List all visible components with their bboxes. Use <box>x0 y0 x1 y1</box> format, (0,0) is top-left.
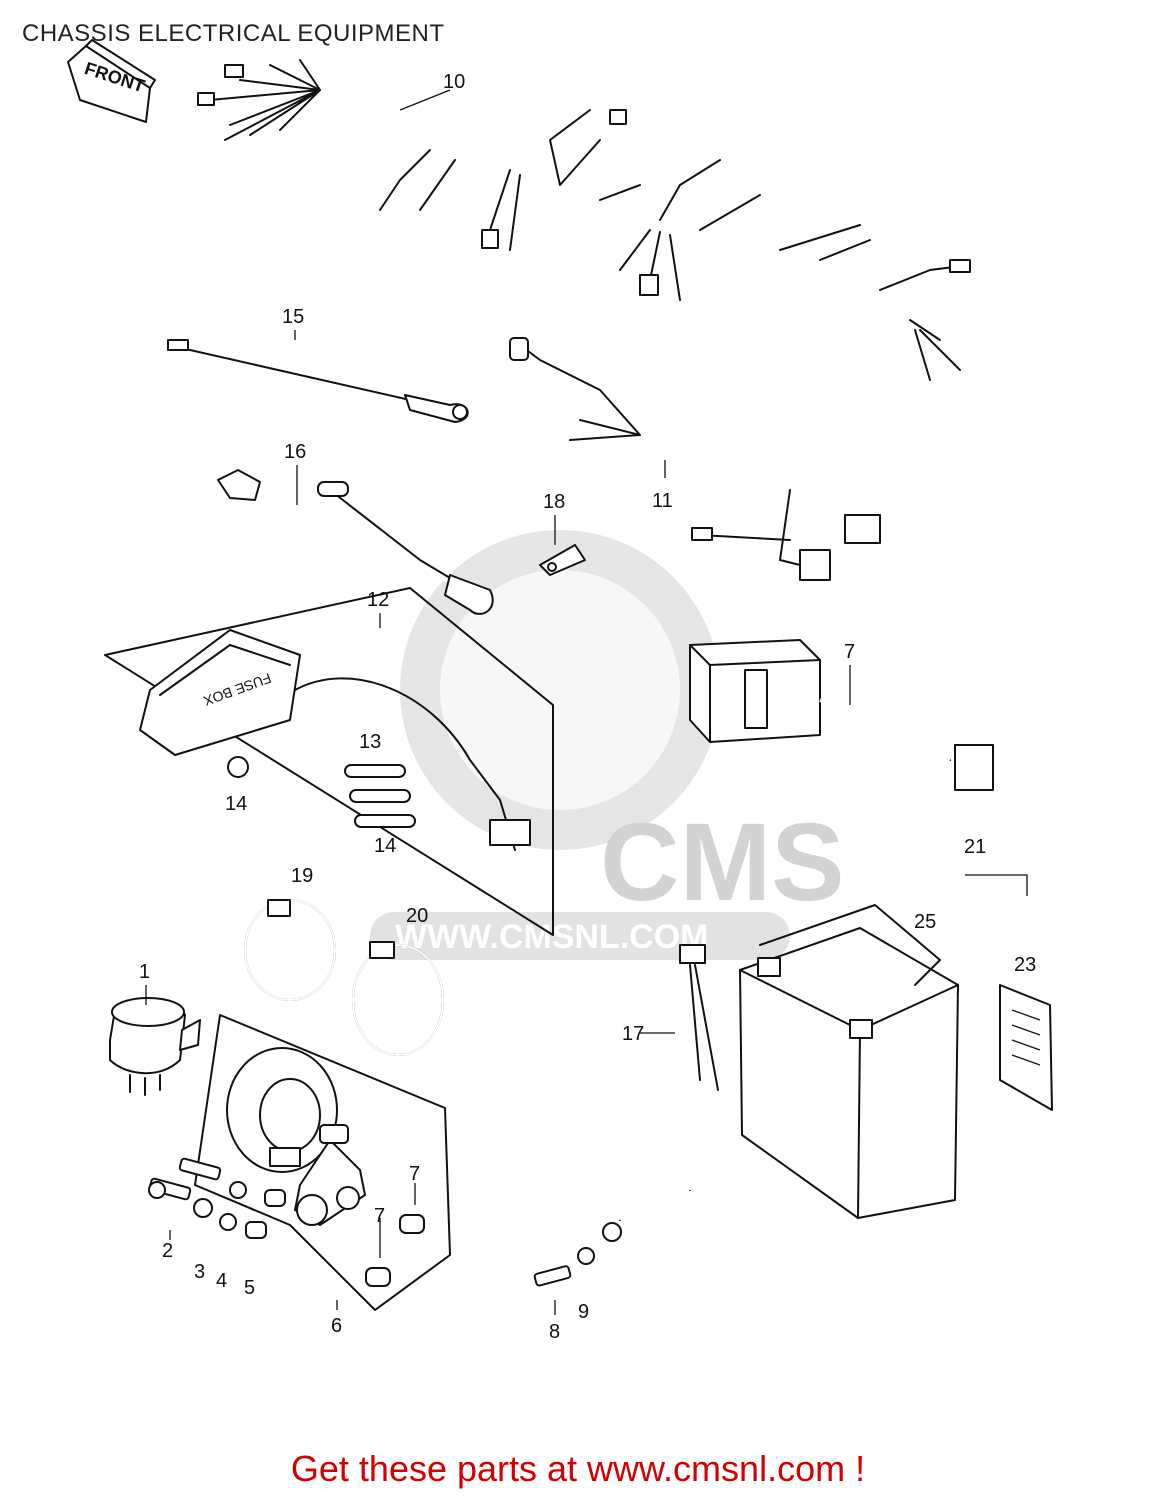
footer-link[interactable]: Get these parts at www.cmsnl.com ! <box>290 1448 866 1489</box>
callout-22: 20 <box>406 905 428 927</box>
leader-lines <box>145 89 851 1315</box>
callout-14: 14 <box>225 793 247 815</box>
callout-15: 13 <box>359 731 381 753</box>
horn-hardware <box>148 1157 425 1287</box>
callout-6: 6 <box>331 1315 342 1337</box>
page-title: CHASSIS ELECTRICAL EQUIPMENT <box>22 20 445 47</box>
callout-4: 4 <box>216 1270 227 1292</box>
fuse-box-assembly: FUSE BOX <box>104 587 554 936</box>
callout-11: 10 <box>443 71 465 93</box>
callout-5: 5 <box>244 1277 255 1299</box>
callout-1: 1 <box>139 961 150 983</box>
callout-24: 23 <box>1014 954 1036 976</box>
callout-18: 16 <box>284 441 306 463</box>
callout-7a: 7 <box>409 1163 420 1185</box>
relay <box>689 639 994 791</box>
callout-19: 17 <box>622 1023 644 1045</box>
callout-9: 8 <box>549 1321 560 1343</box>
turn-signal-relay <box>109 997 201 1096</box>
battery <box>739 904 959 1219</box>
sub-harness <box>509 337 881 581</box>
watermark-url: WWW.CMSNL.COM <box>395 918 709 956</box>
parts-diagram: CMS WWW.CMSNL.COM FRONT <box>67 39 1053 1343</box>
watermark-brand: CMS <box>600 801 844 924</box>
main-wiring-harness <box>197 59 971 381</box>
battery-label-card <box>965 874 1053 1111</box>
callout-25: 25 <box>914 911 936 933</box>
callout-21: 19 <box>291 865 313 887</box>
battery-harness <box>602 944 747 1242</box>
callout-23: 21 <box>964 836 986 858</box>
callout-numbers: 10 15 16 11 18 12 7 13 14 14 21 19 20 25… <box>139 71 1036 1343</box>
clamp <box>539 544 586 576</box>
callout-13: 12 <box>367 589 389 611</box>
callout-17: 15 <box>282 306 304 328</box>
horn-assembly <box>194 1014 451 1311</box>
mounting-bands <box>244 899 444 1056</box>
watermark: CMS WWW.CMSNL.COM <box>370 530 844 960</box>
front-arrow-icon: FRONT <box>67 39 156 123</box>
callout-20: 18 <box>543 491 565 513</box>
battery-bolts <box>533 1247 595 1287</box>
callout-10: 9 <box>578 1301 589 1323</box>
callout-16: 14 <box>374 835 396 857</box>
callout-12: 11 <box>652 490 673 512</box>
ground-lead <box>167 339 469 423</box>
callout-8: 7 <box>844 641 855 663</box>
battery-lead <box>217 469 494 615</box>
callout-3: 3 <box>194 1261 205 1283</box>
callout-7b: 7 <box>374 1205 385 1227</box>
callout-2: 2 <box>162 1240 173 1262</box>
